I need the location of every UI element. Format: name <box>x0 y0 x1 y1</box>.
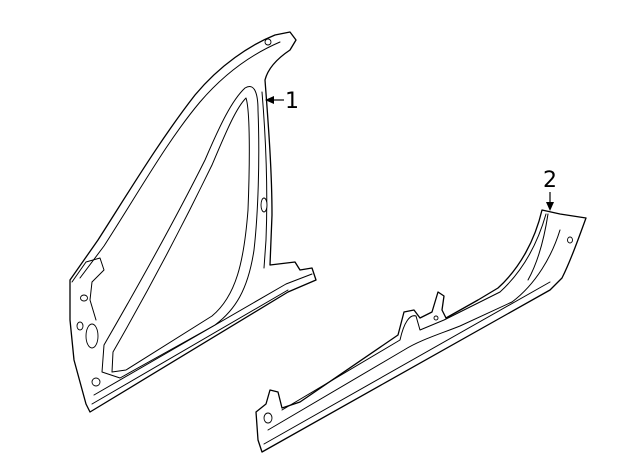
callout-2: 2 <box>543 168 557 211</box>
part-2-hole-front <box>263 412 273 424</box>
part-1-pillar-edge <box>261 91 268 269</box>
part-1-hole-large <box>85 323 99 349</box>
part-1-hole-small-1 <box>80 294 88 302</box>
part-1-hinge-pillar <box>71 257 105 321</box>
part-1-sill-edge <box>93 273 313 396</box>
part-2-mid-edge <box>267 229 561 431</box>
callout-2-label: 2 <box>543 168 557 193</box>
part-2-rear-edge <box>527 213 549 281</box>
part-2-lower-edge <box>263 281 551 445</box>
part-1-outline <box>69 31 317 413</box>
part-1-hole-pillar <box>260 197 268 213</box>
part-2-upper-flange <box>281 213 547 411</box>
part-1-window-opening <box>101 86 260 379</box>
part-2-rocker-panel <box>255 209 587 453</box>
part-2-outline <box>255 209 587 453</box>
part-1-pillar-frame <box>69 31 317 413</box>
callout-2-arrowhead <box>546 202 554 211</box>
part-1-sill-lower-edge <box>91 289 289 405</box>
callout-1-arrowhead <box>265 96 274 104</box>
part-2-hole-mid <box>433 315 439 321</box>
part-2-hole-rear <box>567 236 573 244</box>
part-1-hole-small-3 <box>91 377 101 387</box>
part-1-hole-roof <box>264 38 272 46</box>
callout-1-label: 1 <box>285 89 299 114</box>
part-1-hole-small-2 <box>76 321 84 331</box>
part-1-window-inner-edge <box>111 97 250 373</box>
callout-1: 1 <box>265 89 299 114</box>
part-1-roof-rail <box>79 41 281 279</box>
